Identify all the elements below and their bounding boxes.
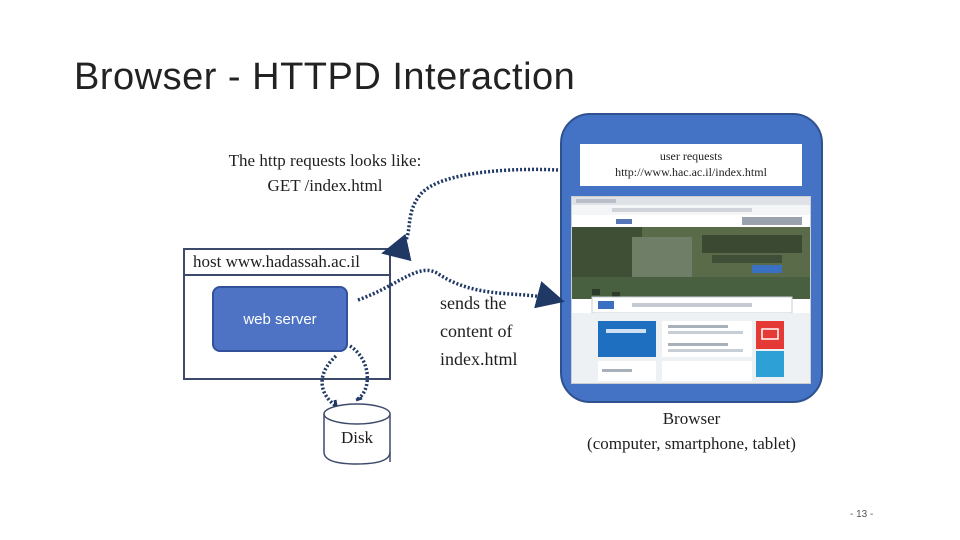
response-note-line1: sends the: [440, 293, 507, 313]
response-note-line3: index.html: [440, 349, 518, 369]
website-screenshot-graphic: [572, 197, 810, 383]
http-request-note-line1: The http requests looks like:: [228, 151, 422, 170]
website-screenshot: [571, 196, 811, 384]
browser-caption-line2: (computer, smartphone, tablet): [587, 434, 796, 453]
user-request-line1: user requests: [659, 149, 723, 163]
user-request-box: user requests http://www.hac.ac.il/index…: [580, 144, 802, 186]
disk-label: Disk: [340, 428, 374, 447]
response-note: sends the content of index.html: [440, 289, 518, 373]
disk-arrow-tips: [333, 396, 363, 407]
host-label: host www.hadassah.ac.il: [185, 250, 389, 276]
response-note-line2: content of: [440, 321, 513, 341]
slide-title: Browser - HTTPD Interaction: [74, 56, 576, 98]
browser-caption-line1: Browser: [662, 409, 721, 428]
page-number: - 13 -: [850, 509, 874, 520]
browser-caption: Browser (computer, smartphone, tablet): [560, 406, 823, 456]
web-server-box: web server: [212, 286, 348, 352]
http-request-note-line2: GET /index.html: [267, 176, 383, 195]
web-server-label: web server: [243, 310, 317, 328]
user-request-url: http://www.hac.ac.il/index.html: [615, 165, 767, 179]
http-request-note: The http requests looks like: GET /index…: [210, 148, 440, 198]
